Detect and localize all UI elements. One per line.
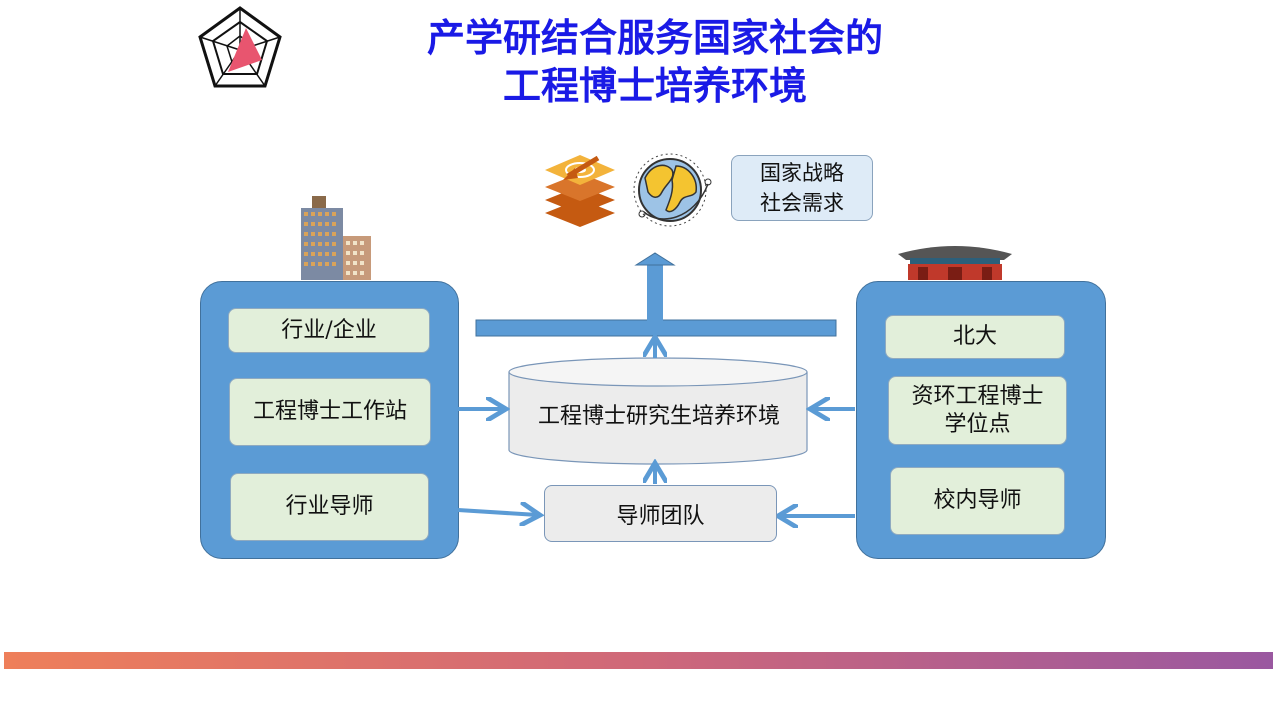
industry-mentor-label: 行业导师 xyxy=(285,494,374,519)
pku-label: 北大 xyxy=(952,324,997,349)
industry-enterprise-box: 行业/企业 xyxy=(228,308,430,353)
output-arrow xyxy=(475,252,837,337)
need-line-1: 国家战略 xyxy=(760,161,844,185)
bottom-gradient-bar xyxy=(4,652,1273,669)
degree-program-line-2: 学位点 xyxy=(944,411,1011,437)
degree-program-box: 资环工程博士 学位点 xyxy=(888,376,1067,445)
campus-mentor-label: 校内导师 xyxy=(933,488,1022,513)
industry-enterprise-label: 行业/企业 xyxy=(281,317,377,343)
page-title: 产学研结合服务国家社会的 工程博士培养环境 xyxy=(350,14,960,110)
environment-label: 工程博士研究生培养环境 xyxy=(537,404,780,429)
mentor-team-box: 导师团队 xyxy=(544,485,777,542)
campus-mentor-box: 校内导师 xyxy=(890,467,1065,535)
pku-box: 北大 xyxy=(885,315,1065,359)
industry-mentor-box: 行业导师 xyxy=(230,473,429,541)
workstation-label: 工程博士工作站 xyxy=(252,399,407,424)
national-need-box: 国家战略 社会需求 xyxy=(731,155,873,221)
mentor-team-label: 导师团队 xyxy=(616,503,705,529)
need-line-2: 社会需求 xyxy=(760,191,844,215)
title-line-2: 工程博士培养环境 xyxy=(502,64,807,108)
workstation-box: 工程博士工作站 xyxy=(229,378,431,446)
title-line-1: 产学研结合服务国家社会的 xyxy=(426,16,883,60)
degree-program-line-1: 资环工程博士 xyxy=(911,383,1044,409)
